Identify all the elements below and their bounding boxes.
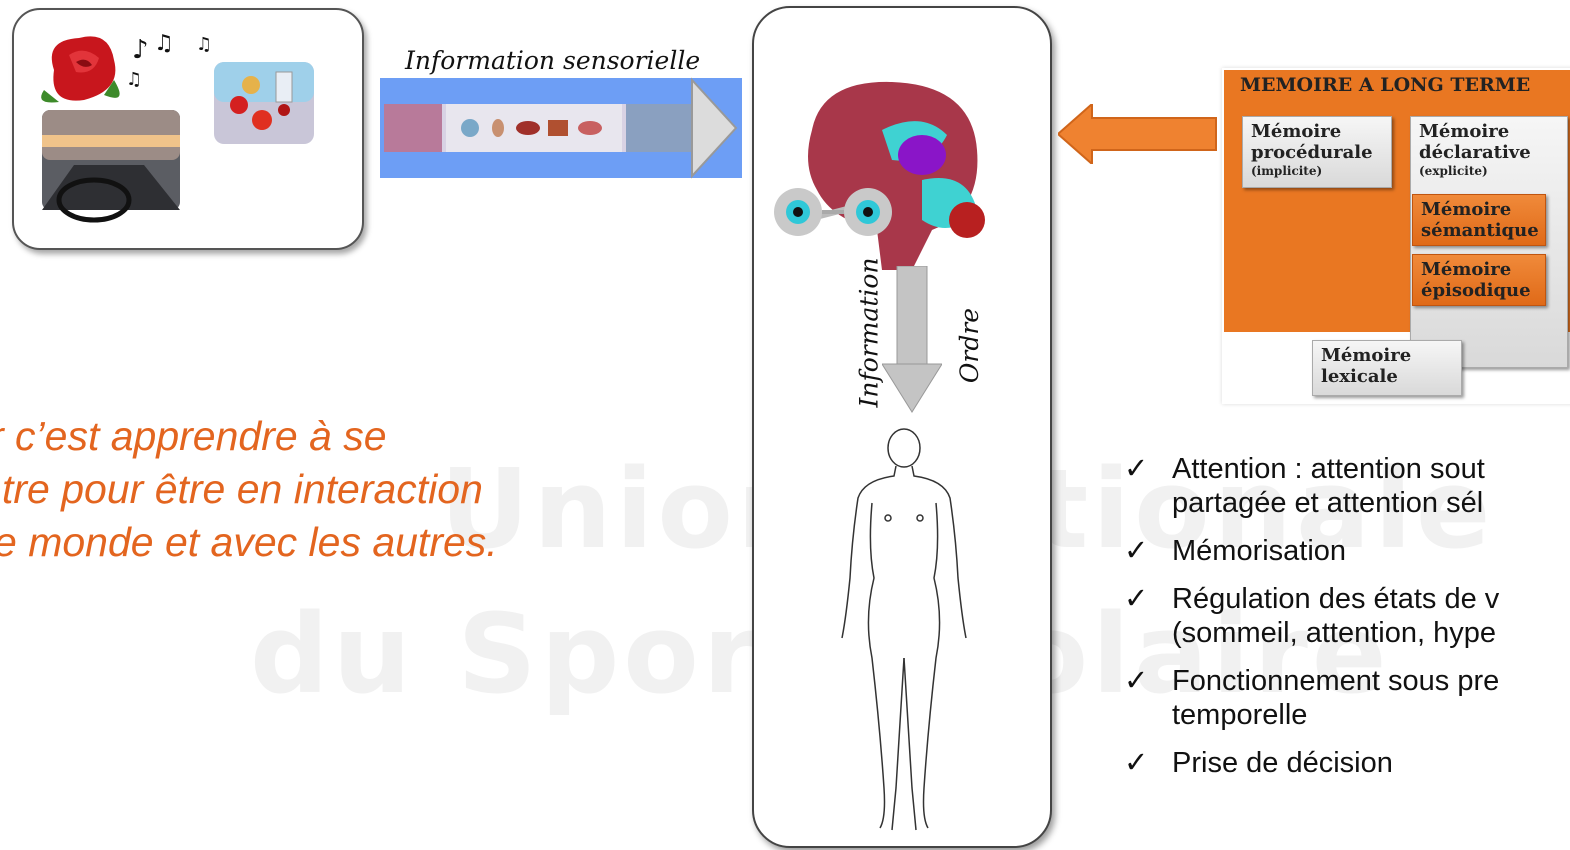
checkmark-icon: ✓ — [1124, 665, 1149, 697]
memory-semantique: Mémoire sémantique — [1412, 194, 1546, 246]
body-thumbnail — [626, 104, 692, 152]
list-item-text: Mémorisation — [1172, 535, 1347, 567]
quote-text: r c’est apprendre à se tre pour être en … — [0, 410, 498, 569]
music-notes-icon: ♪ ♫ ♫ ♫ — [126, 31, 212, 90]
quote-line: tre pour être en interaction — [2, 466, 483, 512]
ordre-label: Ordre — [955, 307, 985, 384]
neuron-thumbnail — [384, 104, 442, 152]
list-item-text: Régulation des états de v — [1172, 583, 1500, 615]
svg-text:♫: ♫ — [196, 34, 212, 55]
eyes-image — [774, 188, 892, 236]
checkmark-icon: ✓ — [1124, 747, 1149, 779]
sensory-arrow — [380, 77, 742, 179]
label: Mémoire — [1251, 121, 1342, 142]
orange-arrow — [1058, 104, 1217, 164]
svg-text:♪: ♪ — [132, 35, 149, 65]
quote-line: e monde et avec les autres. — [0, 519, 498, 565]
checkmark-icon: ✓ — [1124, 583, 1149, 615]
memory-title: MEMOIRE A LONG TERME — [1240, 74, 1531, 96]
label: Mémoire — [1419, 121, 1510, 142]
list-item-text: Prise de décision — [1172, 747, 1393, 779]
human-body-image — [841, 428, 967, 831]
car-driving-image — [42, 110, 180, 223]
functions-list: ✓ Attention : attention sout partagée et… — [1124, 452, 1499, 794]
checkmark-icon: ✓ — [1124, 453, 1149, 485]
memory-lexicale: Mémoire lexicale — [1312, 340, 1462, 396]
checkmark-icon: ✓ — [1124, 535, 1149, 567]
information-label: Information — [854, 257, 884, 408]
list-item: ✓ Prise de décision — [1124, 746, 1499, 780]
quote-line: r c’est apprendre à se — [0, 413, 387, 459]
brain-image — [808, 81, 985, 270]
stimuli-illustrations: ♪ ♫ ♫ ♫ — [41, 31, 314, 223]
arrowhead — [691, 77, 738, 179]
list-item-text: Fonctionnement sous pre — [1172, 665, 1500, 697]
label: Mémoire — [1421, 199, 1512, 220]
stimuli-panel: ♪ ♫ ♫ ♫ — [12, 8, 364, 250]
label: Mémoire — [1421, 259, 1512, 280]
sensory-arrow-label: Information sensorielle — [405, 46, 701, 75]
list-item-text: (sommeil, attention, hype — [1172, 617, 1496, 649]
note: (implicite) — [1251, 164, 1323, 178]
fruit-table-image — [214, 62, 314, 144]
label: lexicale — [1321, 366, 1398, 387]
list-item: ✓ Mémorisation — [1124, 534, 1499, 568]
rose-image — [41, 36, 120, 103]
label: épisodique — [1421, 280, 1531, 301]
svg-text:♫: ♫ — [154, 31, 174, 56]
memory-episodique: Mémoire épisodique — [1412, 254, 1546, 306]
label: sémantique — [1421, 220, 1539, 241]
label: Mémoire — [1321, 345, 1412, 366]
svg-text:♫: ♫ — [126, 69, 142, 90]
list-item-text: partagée et attention sél — [1172, 487, 1484, 519]
long-term-memory-diagram: MEMOIRE A LONG TERME Mémoire procédurale… — [1222, 68, 1570, 404]
label: déclarative — [1419, 142, 1531, 163]
list-item: ✓ Attention : attention sout partagée et… — [1124, 452, 1499, 520]
down-arrow — [882, 266, 942, 413]
central-nervous-system-box: Information Ordre — [752, 6, 1052, 848]
list-item-text: Attention : attention sout — [1172, 453, 1485, 485]
memory-procedurale: Mémoire procédurale (implicite) — [1242, 116, 1392, 188]
list-item: ✓ Régulation des états de v (sommeil, at… — [1124, 582, 1499, 650]
list-item: ✓ Fonctionnement sous pre temporelle — [1124, 664, 1499, 732]
list-item-text: temporelle — [1172, 699, 1308, 731]
label: procédurale — [1251, 142, 1373, 163]
note: (explicite) — [1419, 164, 1488, 178]
